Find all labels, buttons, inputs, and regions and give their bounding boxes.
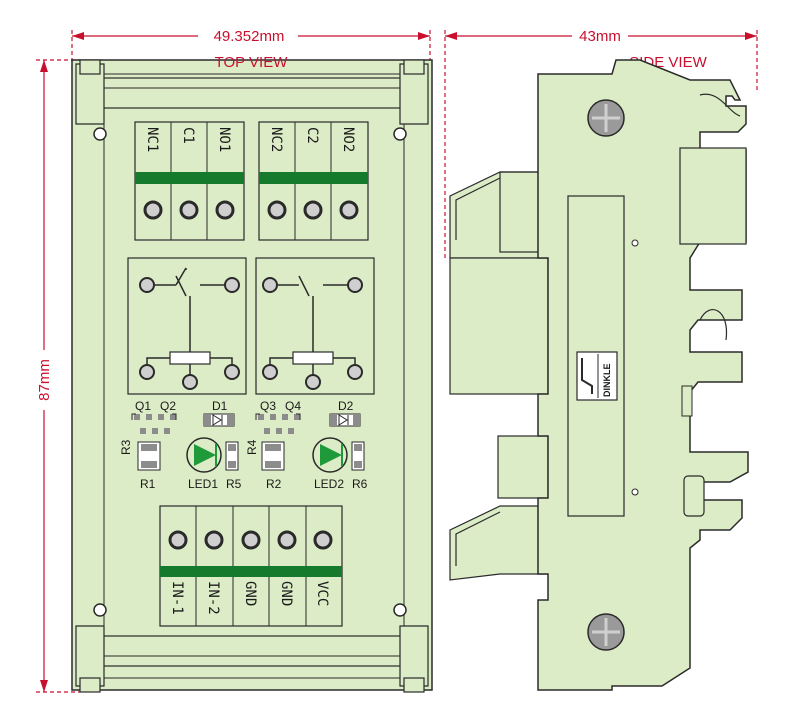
terminal-label-gnd: GND [242, 581, 258, 606]
terminal-screw [277, 530, 297, 550]
terminal-screw [168, 530, 188, 550]
terminal-label-nc2: NC2 [268, 127, 284, 152]
terminal-label-in-2: IN-2 [205, 581, 221, 615]
terminal-label-no2: NO2 [340, 127, 356, 152]
terminal-label-c1: C1 [180, 127, 196, 144]
mounting-holes [93, 127, 407, 617]
terminal-screw [204, 530, 224, 550]
d2-label: D2 [338, 399, 354, 413]
input-terminal-block [159, 505, 343, 627]
top-view-title: TOP VIEW [215, 54, 289, 71]
terminal-screw [215, 200, 235, 220]
height-label: 87mm [36, 359, 53, 401]
dimension-width-top: 49.352mm [71, 26, 431, 72]
terminal-screw [267, 200, 287, 220]
terminal-label-gnd: GND [278, 581, 294, 606]
components-channel-2: Q3 Q4 D2 R4 R2 LED2 R6 [245, 399, 368, 491]
terminal-block-group-1 [134, 121, 245, 241]
terminal-label-c2: C2 [304, 127, 320, 144]
corner-clips [75, 59, 429, 693]
terminal-block-group-2 [258, 121, 369, 241]
side-screw-bottom [587, 613, 625, 651]
terminal-screw [143, 200, 163, 220]
q1-label: Q1 [135, 399, 151, 413]
input-terminals: IN-1 IN-2 GND GND VCC [168, 530, 333, 615]
relay-terminal-block [134, 121, 369, 241]
terminal-label-no1: NO1 [216, 127, 232, 152]
terminal-screw [303, 200, 323, 220]
terminal-label-in-1: IN-1 [169, 581, 185, 615]
terminal-screw [313, 530, 333, 550]
r1-label: R1 [140, 477, 156, 491]
terminal-screw [241, 530, 261, 550]
r4-label: R4 [245, 439, 259, 455]
relay-terminals: NC1 C1 NO1 NC2 C2 NO2 [143, 127, 359, 220]
terminal-screw [339, 200, 359, 220]
brand-label: DINKLE [602, 364, 612, 398]
top-rail [99, 77, 405, 109]
r5-label: R5 [226, 477, 242, 491]
width-side-label: 43mm [579, 28, 621, 45]
terminal-screw [179, 200, 199, 220]
components-channel-1: Q1 Q2 D1 R3 R1 LED1 R5 [119, 399, 242, 491]
r6-label: R6 [352, 477, 368, 491]
side-connector-lower [449, 435, 549, 581]
q3-label: Q3 [260, 399, 276, 413]
dinkle-logo: DINKLE [576, 351, 618, 401]
q3-q4-pads [258, 414, 300, 434]
dimension-width-side: 43mm [444, 26, 758, 260]
width-top-label: 49.352mm [214, 28, 285, 45]
top-view: TOP VIEW NC1 C1 NO1 NC2 C2 NO2 [71, 54, 433, 693]
side-screw-top [587, 99, 625, 137]
relay-2 [255, 257, 375, 395]
bottom-rail [99, 635, 405, 667]
q4-label: Q4 [285, 399, 301, 413]
terminal-label-nc1: NC1 [144, 127, 160, 152]
side-connector-upper [449, 171, 549, 395]
r3-label: R3 [119, 439, 133, 455]
r2-label: R2 [266, 477, 282, 491]
led2-label: LED2 [314, 477, 344, 491]
terminal-label-vcc: VCC [314, 581, 330, 606]
relay-1 [127, 257, 247, 395]
led1-label: LED1 [188, 477, 218, 491]
q1-q2-pads [134, 414, 176, 434]
d1-label: D1 [212, 399, 228, 413]
side-view: SIDE VIEW [449, 54, 749, 691]
q2-label: Q2 [160, 399, 176, 413]
